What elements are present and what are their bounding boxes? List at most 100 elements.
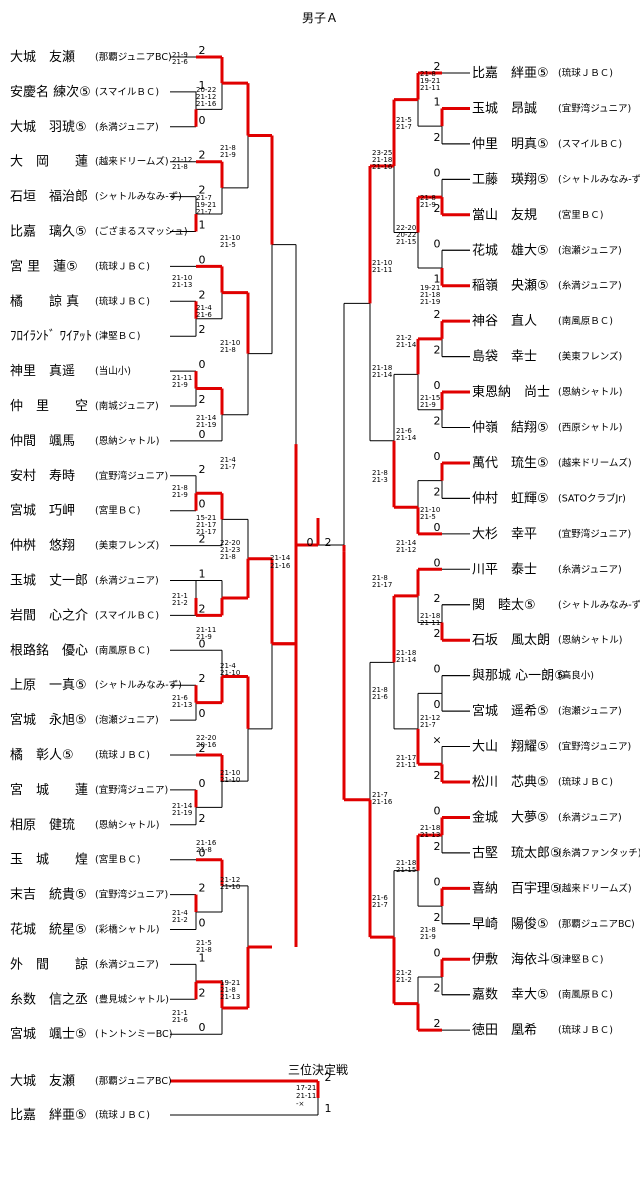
score-label: 21-11 [420, 84, 440, 92]
player-name: 石垣 福治郎 [10, 190, 88, 205]
score-label: 21-8 [220, 553, 236, 561]
player-name: 喜納 百宇理⑤ [472, 881, 562, 896]
third-place-player-name: 比嘉 絆亜⑤ [10, 1108, 87, 1123]
player-name: 関 睦太⑤ [472, 597, 536, 613]
player-club: (宜野湾ジュニア) [558, 528, 631, 540]
score-label: 21-18 [372, 156, 392, 164]
player-club: (西原シャトル) [558, 423, 622, 434]
score-label: 21-6 [372, 693, 388, 701]
player-club: (宜野湾ジュニア) [558, 741, 631, 753]
player-club: (彩橋シャトル) [95, 924, 159, 936]
score-label: 23-25 [372, 149, 392, 157]
score-label: 21-4 [220, 662, 236, 670]
match-result: 0 [434, 698, 441, 711]
score-label: 21-23 [220, 546, 240, 554]
score-label: 21-7 [372, 901, 388, 909]
player-name: 仲間 颯馬 [10, 434, 75, 449]
match-result: 1 [199, 219, 206, 232]
player-club: (宮里ＢＣ) [95, 854, 140, 866]
player-club: (美東フレンズ) [95, 540, 159, 552]
player-name: 上原 一真⑤ [10, 678, 87, 693]
player-club: (糸満ジュニア) [558, 563, 622, 575]
third-place-title: 三位決定戦 [288, 1062, 348, 1077]
player-club: (当山小) [95, 365, 131, 377]
score-label: 21-2 [172, 599, 188, 607]
player-name: 安村 寿時 [10, 469, 75, 484]
player-club: (糸満ジュニア) [95, 958, 159, 970]
match-result: 1 [199, 951, 206, 964]
player-club: (スマイルＢＣ) [95, 87, 159, 98]
player-name: 比嘉 絆亜⑤ [472, 66, 549, 81]
player-club: (シャトルみなみ-ず) [95, 680, 182, 691]
player-name: 大城 羽琥⑤ [10, 120, 87, 135]
score-label: 21-2 [396, 334, 412, 342]
match-result: 2 [434, 202, 441, 215]
match-result: 2 [199, 812, 206, 825]
score-label: 20-22 [196, 86, 216, 94]
player-name: 仲里 明真⑤ [472, 137, 549, 152]
score-label: 21-16 [372, 163, 393, 171]
player-club: (恩納シャトル) [558, 386, 622, 398]
score-label: 21-9 [172, 381, 188, 389]
player-name: 石坂 風太朗 [472, 633, 550, 648]
match-result: 0 [199, 637, 206, 650]
player-club: (南城ジュニア) [95, 400, 159, 412]
player-name: 早崎 陽俊⑤ [472, 917, 549, 932]
player-name: 金城 大夢⑤ [472, 809, 549, 825]
player-club: (南風原ＢＣ) [558, 315, 613, 327]
match-result: 0 [434, 379, 441, 392]
score-label: 21-9 [420, 401, 436, 409]
score-label: 21-18 [396, 859, 416, 867]
player-name: 嘉数 幸大⑤ [472, 988, 549, 1003]
score-label: 21-16 [372, 798, 393, 806]
player-club: (琉球ＪＢＣ) [95, 295, 150, 307]
score-label: 21-10 [220, 339, 240, 347]
score-label: 20-22 [396, 231, 416, 239]
score-label: 21-10 [372, 259, 392, 267]
player-name: 玉 城 煌 [10, 853, 88, 868]
score-label: 21-5 [196, 939, 212, 947]
score-label: 21-14 [396, 656, 417, 664]
score-label: 21-14 [372, 371, 393, 379]
score-label: 21-9 [220, 151, 236, 159]
player-name: 大 岡 蓮 [10, 155, 88, 170]
score-label: 21-6 [396, 427, 412, 435]
score-label: 21-15 [396, 866, 416, 874]
player-name: 徳田 凰希 [472, 1023, 537, 1038]
player-club: (美東フレンズ) [558, 351, 622, 363]
third-place-score: 17-21 [296, 1084, 316, 1092]
match-result: 2 [199, 184, 206, 197]
match-result: 0 [434, 166, 441, 179]
score-label: 21-16 [196, 100, 217, 108]
bracket-labels: 大城 友瀬(那覇ジュニアBC)安慶名 練次⑤(スマイルＢＣ)大城 羽琥⑤(糸満ジ… [10, 44, 640, 1115]
player-name: 島袋 幸士 [472, 350, 537, 365]
score-label: 21-10 [220, 234, 240, 242]
score-label: 21-12 [220, 876, 240, 884]
score-label: 21-7 [396, 123, 412, 131]
score-label: 19-21 [420, 77, 440, 85]
match-result: 2 [434, 308, 441, 321]
player-name: 安慶名 練次⑤ [10, 84, 91, 100]
player-club: (スマイルＢＣ) [95, 610, 159, 621]
player-club: (越来ドリームズ) [95, 156, 169, 168]
player-club: (南風原ＢＣ) [95, 644, 150, 656]
score-label: 21-8 [172, 163, 188, 171]
player-club: (シャトルみなみ-ず) [558, 174, 640, 185]
match-result: 0 [199, 498, 206, 511]
match-result: 0 [434, 237, 441, 250]
score-label: 21-8 [372, 574, 388, 582]
score-label: 21-2 [396, 969, 412, 977]
score-label: 21-8 [420, 194, 436, 202]
score-label: 21-17 [196, 521, 216, 529]
player-club: (琉球ＪＢＣ) [558, 67, 613, 79]
score-label: 21-15 [396, 238, 416, 246]
match-result: 0 [199, 114, 206, 127]
player-club: (那覇ジュニアBC) [558, 919, 635, 930]
score-label: 21-12 [396, 546, 416, 554]
score-label: 21-16 [270, 562, 291, 570]
player-club: (津堅ＢＣ) [558, 954, 603, 965]
match-result: 2 [199, 882, 206, 895]
score-label: 15-21 [196, 514, 216, 522]
score-label: 21-8 [220, 986, 236, 994]
player-club: (宜野湾ジュニア) [558, 102, 631, 114]
